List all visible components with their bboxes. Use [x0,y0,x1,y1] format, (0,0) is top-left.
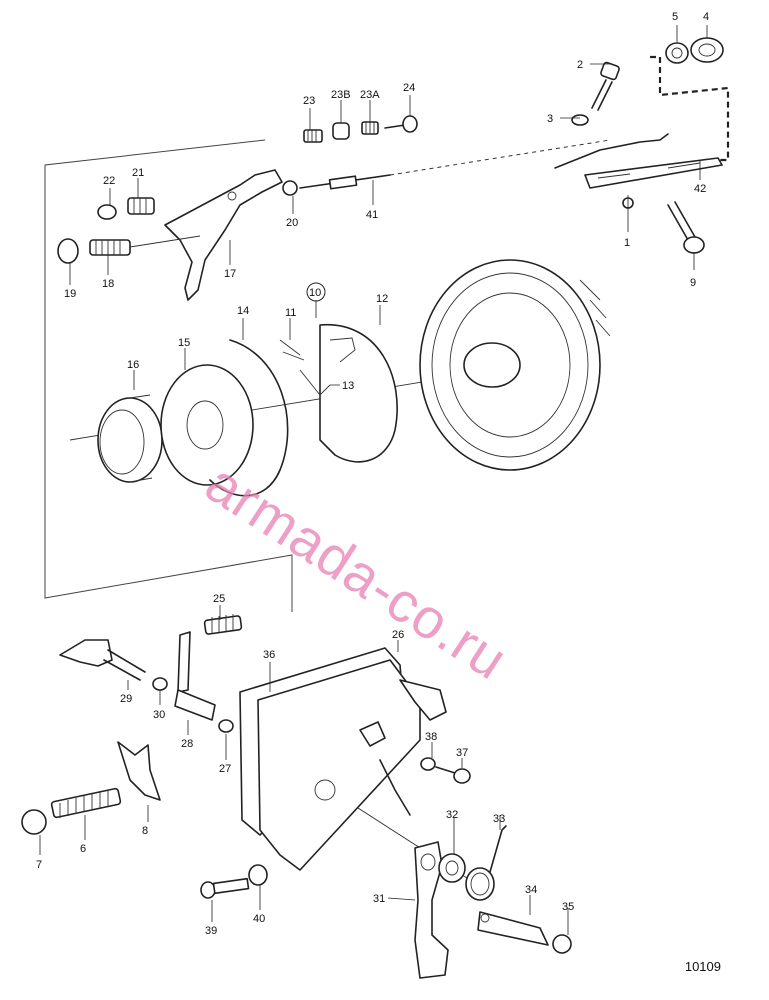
dashed-link-line [650,55,730,162]
part-29-shaft [59,639,146,681]
callout-20: 20 [286,217,298,229]
callout-31: 31 [373,893,385,905]
part-2-bolt [591,61,620,111]
callout-29: 29 [120,693,132,705]
callout-38: 38 [425,731,437,743]
part-26-cover [257,659,447,871]
part-23b-cap [332,122,350,140]
callout-16: 16 [127,359,139,371]
part-4-seal [690,37,724,63]
callout-23b: 23B [331,89,351,101]
callout-26: 26 [392,629,404,641]
part-25-spring [203,614,243,635]
callout-10: 10 [309,287,321,299]
part-13-linkage [299,369,331,396]
callout-33: 33 [493,813,505,825]
callout-10-circle [306,282,326,302]
part-38-washer [420,757,436,771]
part-35-nut [552,934,572,954]
callout-1: 1 [624,237,630,249]
part-41-rod [299,174,391,190]
gear-wheel [419,259,611,471]
callout-14: 14 [237,305,249,317]
callout-4: 4 [703,11,709,23]
callout-28: 28 [181,738,193,750]
part-42-plate [554,133,723,189]
part-37-bolt [435,766,471,784]
callout-42: 42 [694,183,706,195]
part-27-ring [218,719,234,733]
callout-37: 37 [456,747,468,759]
part-8-lever [117,741,161,801]
part-16-hub [97,394,163,483]
callout-18: 18 [102,278,114,290]
part-17-lever [164,169,283,301]
callout-2: 2 [577,59,583,71]
part-21-spring [127,197,155,215]
part-33-spring [465,825,507,901]
part-15-disc [160,364,254,486]
callout-21: 21 [132,167,144,179]
callout-23a: 23A [360,89,380,101]
callout-25: 25 [213,593,225,605]
callout-40: 40 [253,913,265,925]
callout-22: 22 [103,175,115,187]
assembly-frame [44,139,293,612]
callout-27: 27 [219,763,231,775]
callout-labels: 1 2 3 4 5 6 7 8 9 10 11 12 13 14 15 16 1… [36,11,709,937]
part-28-lever [174,631,216,721]
part-17-hole [227,191,237,201]
part-19-nut [57,238,79,264]
part-23a-spring [361,121,379,135]
callout-17: 17 [224,268,236,280]
callout-6: 6 [80,843,86,855]
callout-35: 35 [562,901,574,913]
part-34-pin [477,911,549,946]
part-23-spring [303,129,323,143]
part-39-bolt [200,877,250,899]
leader-lines [39,25,708,935]
part-14-band [209,339,289,497]
part-6-threaded-shaft [50,787,122,819]
part-22-washer [97,204,117,220]
callout-7: 7 [36,859,42,871]
callout-39: 39 [205,925,217,937]
part-40-nut [248,864,268,886]
callout-19: 19 [64,288,76,300]
callout-41: 41 [366,209,378,221]
part-9-bolt [667,201,705,254]
part-31-lever [414,841,449,979]
callout-8: 8 [142,825,148,837]
part-11-spring [279,339,305,361]
callout-12: 12 [376,293,388,305]
part-7-nut [21,809,47,835]
part-18-threaded-pin [89,235,201,256]
dashed-rod-line [389,139,611,176]
drawing-number: 10109 [684,959,721,974]
callout-24: 24 [403,82,415,94]
part-30-ring [152,677,168,691]
callout-32: 32 [446,809,458,821]
part-5-ring [665,42,689,64]
part-24-pin [384,115,418,133]
callout-3: 3 [547,113,553,125]
callout-34: 34 [525,884,537,896]
callout-11: 11 [285,307,296,319]
part-12-drum-plate [319,324,398,463]
callout-23: 23 [303,95,315,107]
callout-13: 13 [342,380,354,392]
part-32-star-washer [438,853,466,883]
part-31-hole [420,853,436,871]
callout-30: 30 [153,709,165,721]
part-3-washer [571,114,589,126]
callout-15: 15 [178,337,190,349]
callout-36: 36 [263,649,275,661]
callout-9: 9 [690,277,696,289]
part-20-washer [282,180,298,196]
callout-5: 5 [672,11,678,23]
